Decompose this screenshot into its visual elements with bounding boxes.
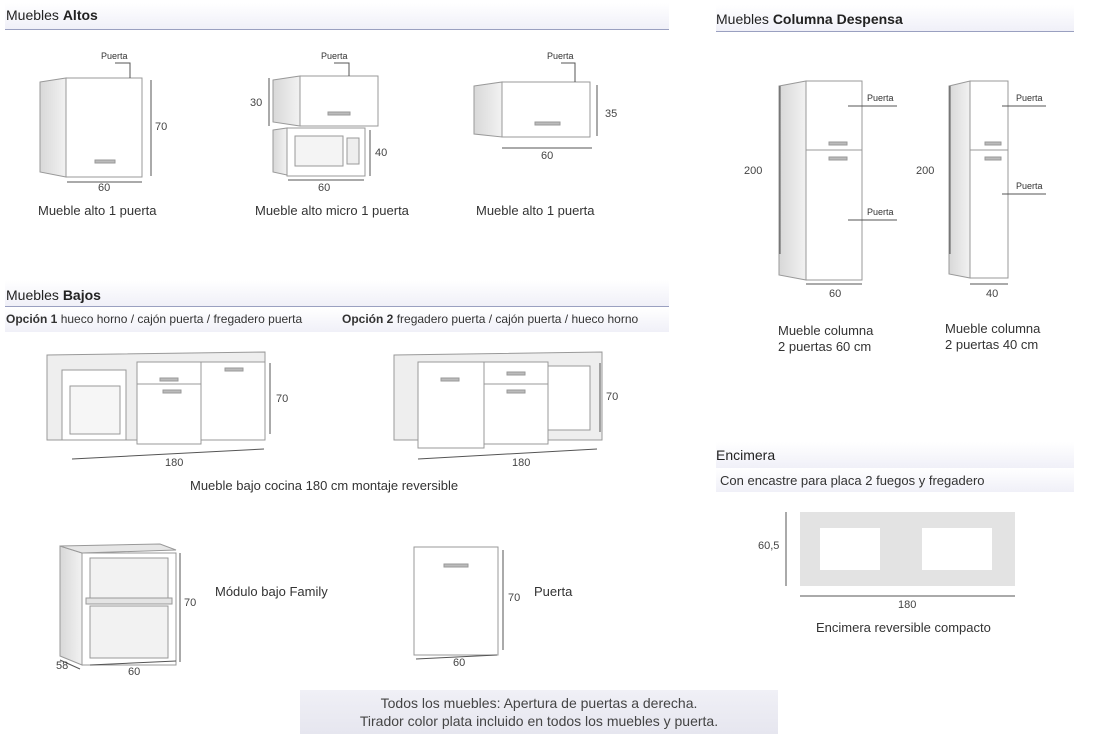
alto1-width: 60 (98, 182, 111, 194)
encimera-drawing (800, 512, 1015, 586)
col40-height: 200 (916, 165, 935, 177)
family-name: Módulo bajo Family (215, 584, 328, 599)
door-width: 60 (453, 657, 466, 669)
columna-header-bar (716, 5, 1074, 32)
col60-name-2: 2 puertas 60 cm (778, 339, 872, 354)
alto2-height-bottom: 40 (375, 147, 388, 159)
alto-micro-drawing (272, 75, 379, 177)
col40-callout-bottom: Puerta (1016, 181, 1043, 191)
family-depth: 58 (56, 660, 69, 672)
option2-label: Opción 2 (342, 312, 394, 326)
alto2-name: Mueble alto micro 1 puerta (255, 203, 409, 218)
bajos-title-bold: Bajos (62, 287, 101, 303)
bajo-opcion-2-drawing (393, 351, 603, 449)
alto1-height: 70 (155, 121, 168, 133)
col40-name-1: Mueble columna (945, 321, 1041, 336)
footer-note: Todos los muebles: Apertura de puertas a… (300, 690, 778, 734)
bajos-option-1: Opción 1 hueco horno / cajón puerta / fr… (6, 312, 302, 326)
col60-height: 200 (744, 165, 763, 177)
door-name: Puerta (534, 584, 573, 599)
columna-40-drawing (948, 80, 1009, 279)
option1-label: Opción 1 (6, 312, 58, 326)
alto-1-puerta-drawing (39, 77, 143, 178)
door-height: 70 (508, 592, 521, 604)
bajo1-width: 180 (165, 457, 184, 469)
bajos-option-2: Opción 2 fregadero puerta / cajón puerta… (342, 312, 638, 326)
bajo2-width: 180 (512, 457, 531, 469)
family-drawing (59, 543, 177, 666)
encimera-subtitle-bar (716, 468, 1074, 492)
alto3-name: Mueble alto 1 puerta (476, 203, 595, 218)
bajos-title: Muebles Bajos (6, 287, 101, 303)
family-width: 60 (128, 666, 141, 678)
altos-title-bold: Altos (62, 7, 98, 23)
altos-title-light: Muebles (6, 7, 59, 23)
bajo1-height: 70 (276, 393, 289, 405)
bajos-caption: Mueble bajo cocina 180 cm montaje revers… (190, 478, 459, 493)
alto2-width: 60 (318, 182, 331, 194)
bajos-header-bar (5, 280, 669, 307)
encimera-depth: 60,5 (758, 540, 780, 552)
puerta-drawing (413, 546, 499, 656)
col40-name-2: 2 puertas 40 cm (945, 337, 1039, 352)
alto1-callout: Puerta (101, 51, 128, 61)
bajos-title-light: Muebles (6, 287, 59, 303)
alto3-width: 60 (541, 150, 554, 162)
alto2-callout: Puerta (321, 51, 348, 61)
col60-callout-top: Puerta (867, 93, 894, 103)
bajos-options-bar (5, 308, 669, 332)
encimera-width: 180 (898, 599, 917, 611)
encimera-title: Encimera (716, 447, 776, 463)
columna-title: Muebles Columna Despensa (716, 11, 903, 27)
altos-title: Muebles Altos (6, 7, 98, 23)
alto3-callout: Puerta (547, 51, 574, 61)
family-height: 70 (184, 597, 197, 609)
note-line-1: Todos los muebles: Apertura de puertas a… (380, 695, 698, 711)
option2-text: fregadero puerta / cajón puerta / hueco … (396, 312, 639, 326)
col60-name-1: Mueble columna (778, 323, 874, 338)
alto1-name: Mueble alto 1 puerta (38, 203, 157, 218)
columna-60-drawing (778, 80, 863, 281)
bajo2-height: 70 (606, 391, 619, 403)
note-line-2: Tirador color plata incluido en todos lo… (359, 713, 719, 729)
alto3-height: 35 (605, 108, 618, 120)
encimera-subtitle: Con encastre para placa 2 fuegos y frega… (720, 473, 985, 488)
alto-35-drawing (473, 81, 591, 138)
alto2-height-top: 30 (250, 97, 263, 109)
col40-width: 40 (986, 288, 999, 300)
col60-callout-bottom: Puerta (867, 207, 894, 217)
encimera-caption: Encimera reversible compacto (816, 620, 991, 635)
altos-header-bar (5, 3, 669, 30)
col60-width: 60 (829, 288, 842, 300)
option1-text: hueco horno / cajón puerta / fregadero p… (60, 312, 303, 326)
columna-title-bold: Columna Despensa (772, 11, 903, 27)
bajo-opcion-1-drawing (46, 351, 266, 445)
columna-title-light: Muebles (716, 11, 769, 27)
col40-callout-top: Puerta (1016, 93, 1043, 103)
